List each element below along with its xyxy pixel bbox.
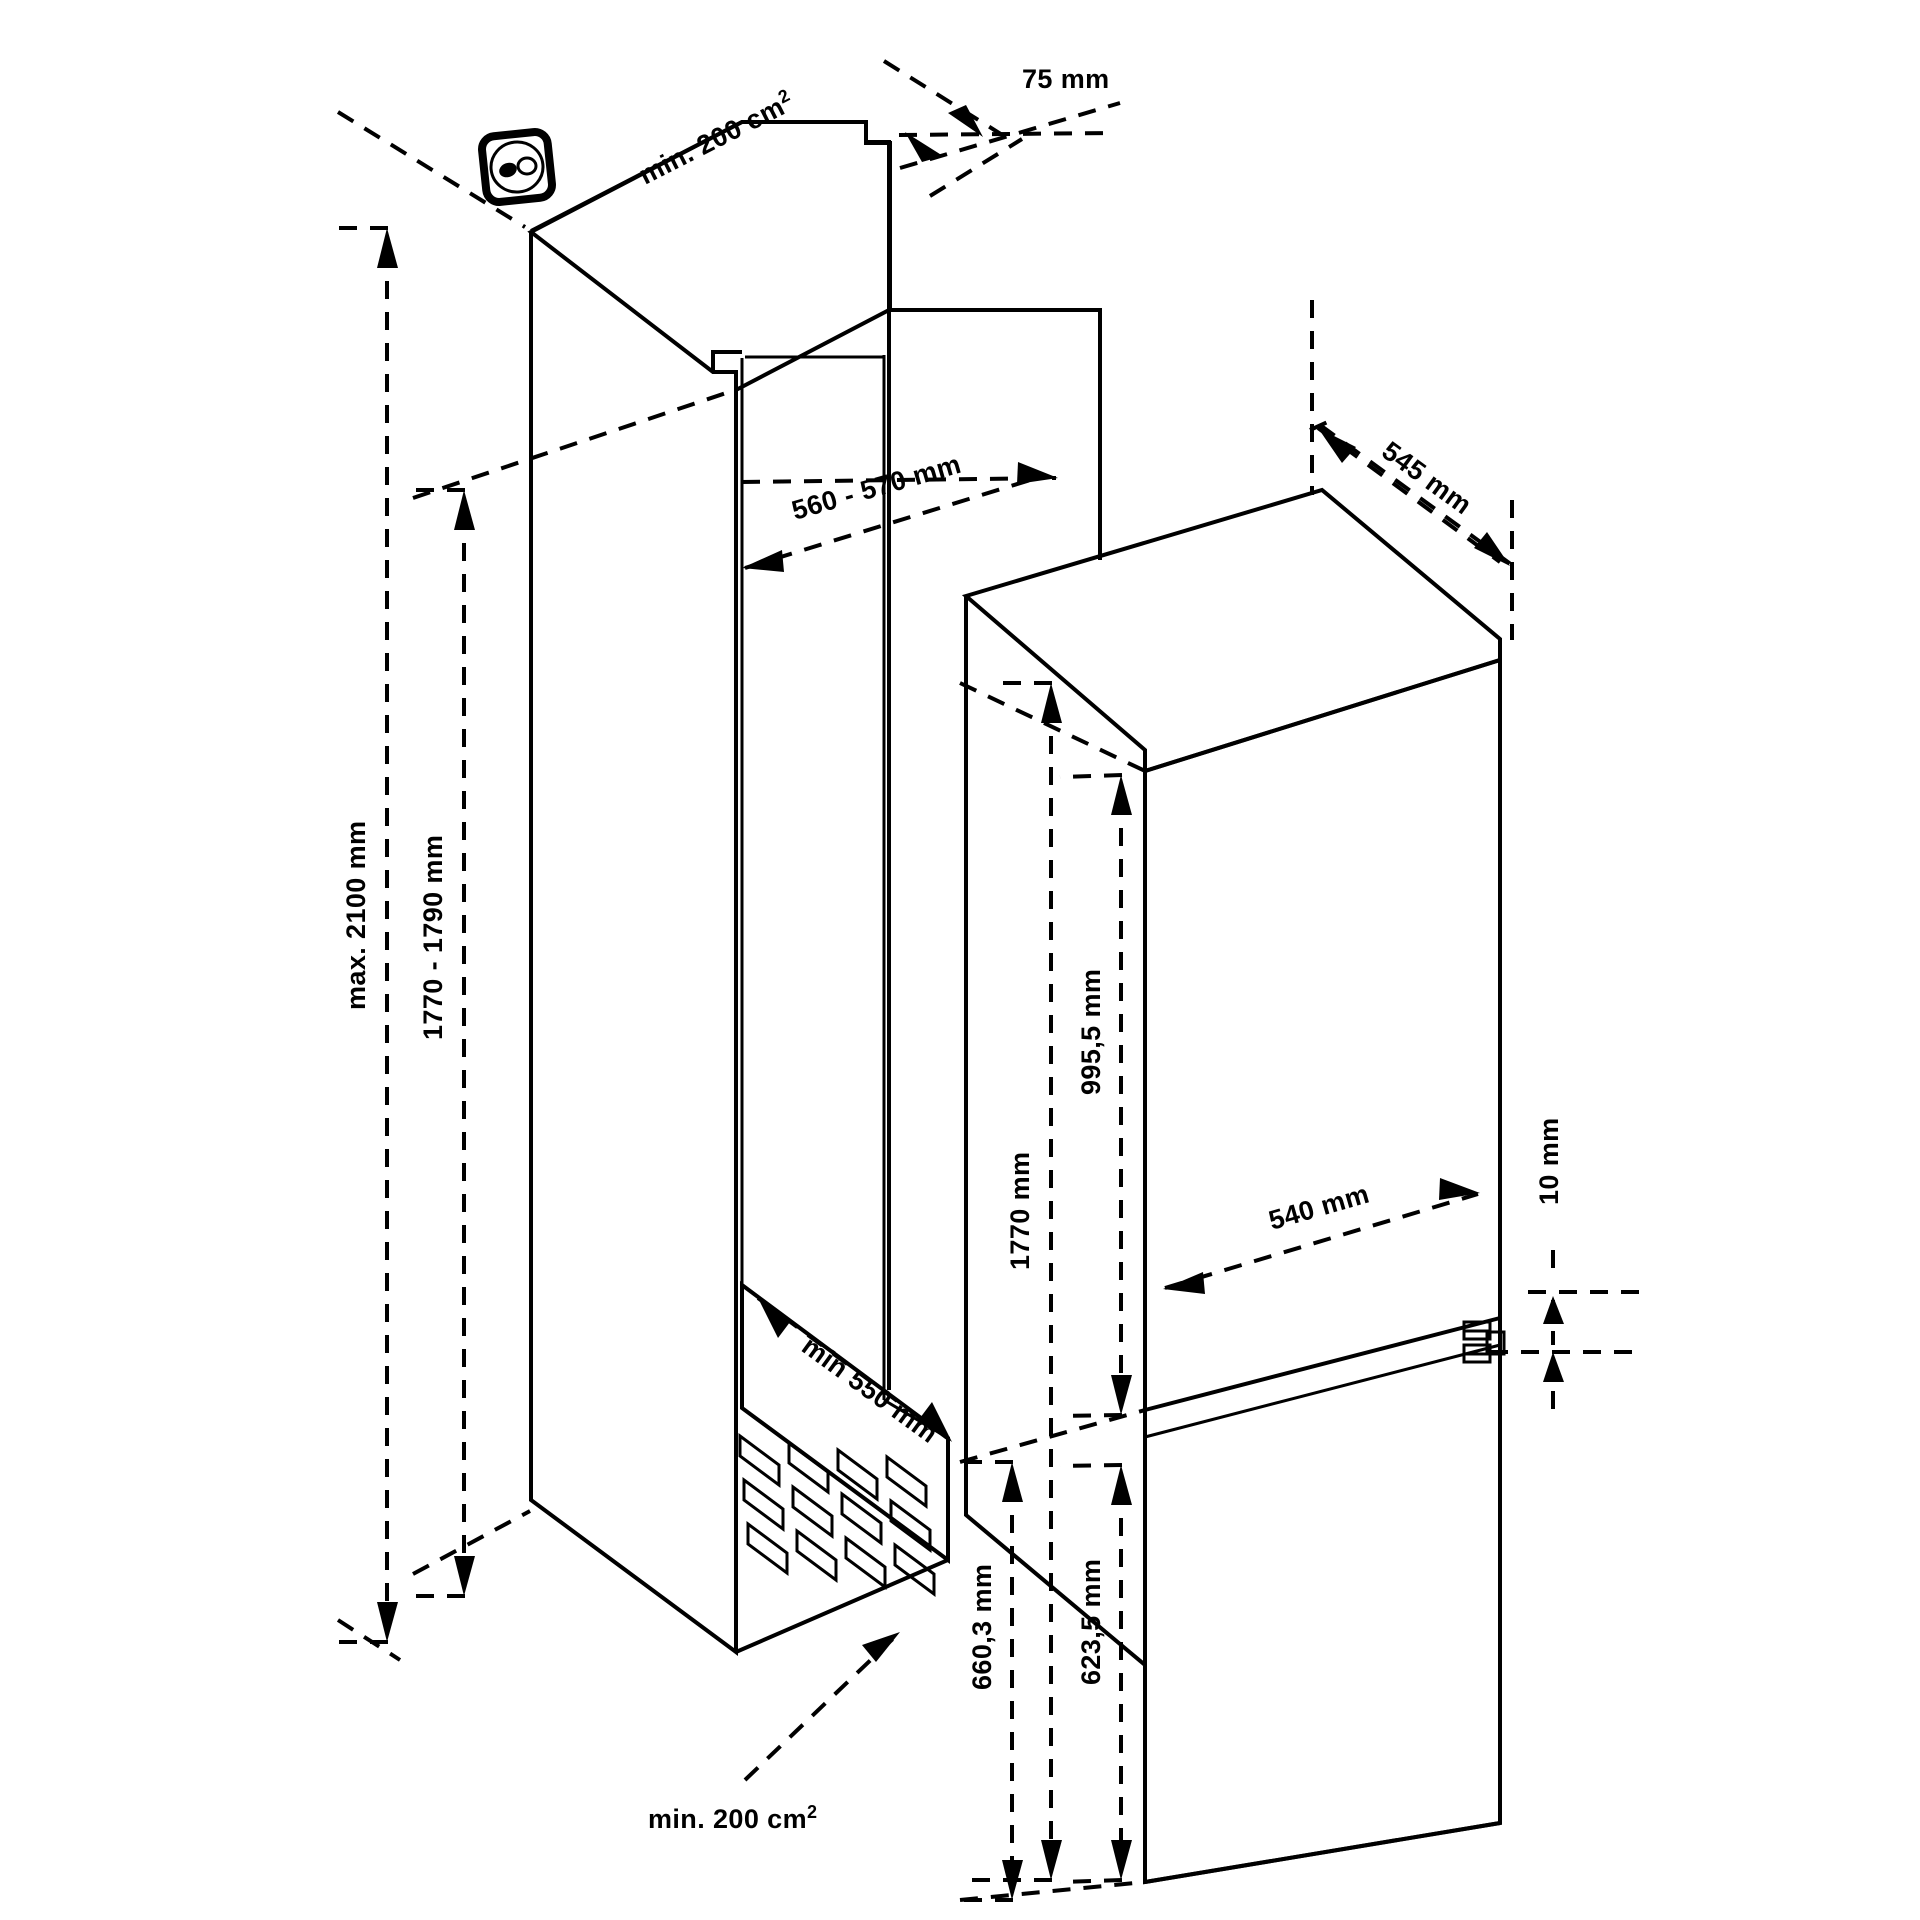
dim-bottom-ventilation: min. 200 cm2: [648, 1630, 902, 1834]
dim-appliance-height: 1770 mm: [960, 681, 1062, 1882]
label-appliance-height: 1770 mm: [1005, 1152, 1035, 1270]
dim-niche-height-max: max. 2100 mm: [330, 110, 527, 1662]
niche-bottom-plinth: [735, 1438, 950, 1654]
bottom-ventilation-grille: [738, 1433, 936, 1597]
label-niche-width: 560 - 570 mm: [788, 449, 964, 526]
niche-left-wall: [529, 232, 738, 1656]
label-ventilation-bottom: min. 200 cm2: [648, 1802, 817, 1834]
dim-top-gap-75mm: 75 mm: [882, 59, 1121, 198]
dim-freezer-height: 623,5 mm: [1059, 1463, 1132, 1884]
svg-text:min. 200 cm2: min. 200 cm2: [633, 85, 798, 190]
label-niche-depth-min: min 550 mm: [796, 1331, 943, 1449]
label-ventilation-top: min. 200 cm: [634, 91, 789, 190]
dim-niche-depth-min: min 550 mm: [756, 1296, 952, 1449]
appliance-bottom-edge: [1144, 1821, 1501, 1884]
label-fridge-height: 995,5 mm: [1076, 969, 1106, 1095]
label-plinth-height: 660,3 mm: [967, 1564, 997, 1690]
dim-fridge-height: 995,5 mm: [1059, 773, 1132, 1418]
label-niche-height-range: 1770 - 1790 mm: [418, 835, 448, 1040]
dim-plinth-height: 660,3 mm: [955, 1460, 1023, 1902]
appliance-front-face: [1143, 657, 1502, 1885]
dim-niche-height-range: 1770 - 1790 mm: [410, 388, 736, 1598]
label-freezer-height: 623,5 mm: [1076, 1559, 1106, 1685]
appliance-top-edge-front: [965, 594, 1146, 752]
dim-hinge-offset: 10 mm: [1490, 1117, 1640, 1410]
label-hinge-offset: 10 mm: [1534, 1117, 1564, 1205]
appliance-top-face: [961, 487, 1502, 774]
cabinet-niche-view: [527, 120, 1102, 1656]
appliance-door-split-lower: [1144, 1343, 1501, 1439]
construction-lines: [959, 681, 1146, 1902]
niche-top-notch-front: [711, 350, 742, 372]
power-socket-icon: [478, 128, 556, 206]
dim-appliance-width: 540 mm: [1163, 1178, 1480, 1294]
label-gap-75mm: 75 mm: [1022, 64, 1110, 94]
dim-appliance-depth: 545 mm: [1309, 300, 1514, 640]
label-appliance-width: 540 mm: [1265, 1179, 1372, 1236]
dim-top-ventilation: min. 200 cm2: [633, 85, 798, 190]
appliance-door-split: [1144, 1316, 1501, 1412]
dim-niche-width: 560 - 570 mm: [741, 449, 1058, 572]
niche-top-face: [527, 120, 891, 394]
appliance-view: [961, 487, 1506, 1885]
niche-top-notch-back: [864, 122, 889, 144]
label-niche-height-max: max. 2100 mm: [341, 821, 371, 1010]
